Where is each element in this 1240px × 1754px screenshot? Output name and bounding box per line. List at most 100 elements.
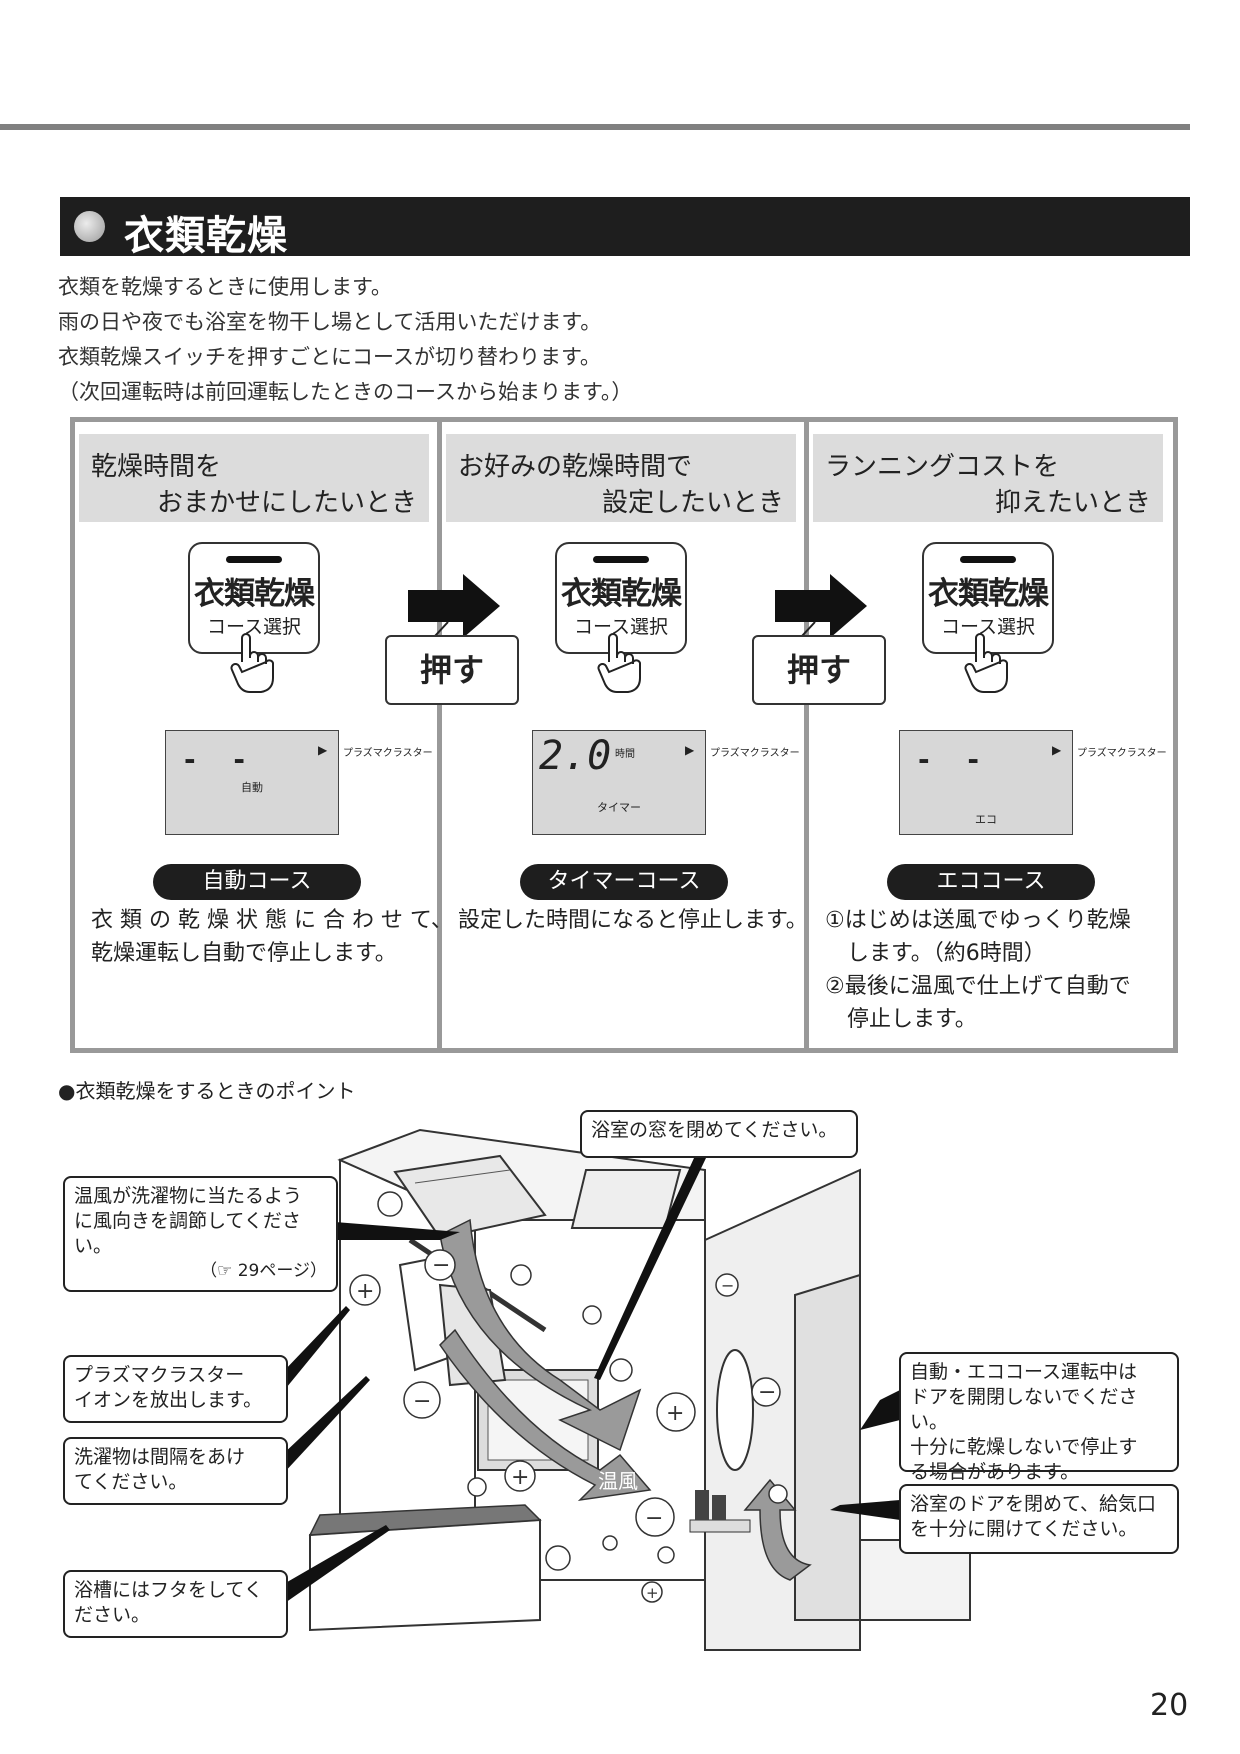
indicator-lamp (960, 556, 1016, 563)
push-label: 押す (752, 635, 886, 705)
triangle-icon: ▶ (318, 743, 328, 757)
course-name-badge: タイマーコース (520, 864, 728, 900)
course-column-eco: ランニングコストを 抑えたいとき 衣類乾燥 コース選択 - - ▶ エコ プラズ… (809, 422, 1171, 1048)
section-title: 衣類乾燥 (124, 213, 288, 259)
course-name-badge: 自動コース (153, 864, 361, 900)
right-arrow-icon (408, 574, 500, 642)
indicator-lamp (593, 556, 649, 563)
lcd-mode: エコ (975, 813, 997, 826)
svg-text:−: − (758, 1380, 776, 1405)
callout-text: る場合があります。 (910, 1461, 1080, 1483)
callout-plasma: プラズマクラスター イオンを放出します。 (63, 1355, 288, 1423)
lcd-side-label: プラズマクラスター (710, 748, 800, 759)
pointing-hand-icon (597, 633, 641, 693)
callout-spacing: 洗濯物は間隔をあけ てください。 (63, 1437, 288, 1505)
indicator-lamp (226, 556, 282, 563)
desc-line: 乾燥運転し自動で停止します。 (91, 941, 397, 966)
course-column-timer: お好みの乾燥時間で 設定したいとき 衣類乾燥 コース選択 2.0 時間 ▶ タイ… (442, 422, 808, 1048)
page-reference: （☞ 29ページ） (200, 1261, 327, 1281)
course-column-auto: 乾燥時間を おまかせにしたいとき 衣類乾燥 コース選択 - - ▶ 自動 プラズ… (75, 422, 453, 1048)
push-label: 押す (385, 635, 519, 705)
switch-sublabel: コース選択 (206, 616, 302, 638)
callout-text: を十分に開けてください。 (910, 1518, 1138, 1540)
callout-text: 自動・エココース運転中は (910, 1361, 1138, 1383)
callout-text: に風向きを調節してくださ (74, 1210, 301, 1232)
callout-door-open: 自動・エココース運転中は ドアを開閉しないでください。 十分に乾燥しないで停止す… (899, 1352, 1179, 1483)
intro-line: 衣類を乾燥するときに使用します。 (58, 275, 392, 299)
bathroom-illustration: 温風 + − − + − + − − + (282, 1128, 971, 1651)
svg-text:−: − (432, 1253, 450, 1278)
lcd-display: - - ▶ 自動 (165, 730, 339, 835)
page-number: 20 (1150, 1688, 1189, 1723)
callout-text: 浴槽にはフタをしてく (74, 1579, 263, 1601)
svg-text:+: + (666, 1401, 684, 1426)
intro-line: 衣類乾燥スイッチを押すごとにコースが切り替わります。 (58, 345, 601, 369)
section-title-bar: 衣類乾燥 (60, 197, 1190, 259)
header-line: 設定したいとき (601, 488, 784, 518)
lcd-mode: 自動 (241, 781, 263, 794)
callout-text: ださい。 (74, 1604, 151, 1626)
triangle-icon: ▶ (1052, 743, 1062, 757)
header-line: お好みの乾燥時間で (458, 452, 693, 482)
course-description: 衣 類 の 乾 燥 状 態 に 合 わ せ て、 乾燥運転し自動で停止します。 (91, 904, 453, 970)
svg-text:−: − (645, 1506, 663, 1531)
callout-text: 浴室の窓を閉めてください。 (591, 1119, 838, 1141)
course-header: ランニングコストを 抑えたいとき (813, 434, 1163, 522)
header-line: 抑えたいとき (994, 488, 1151, 518)
header-line: ランニングコストを (825, 452, 1060, 482)
callout-text: い。 (74, 1235, 113, 1257)
course-name-badge: エココース (887, 864, 1095, 900)
header-line: 乾燥時間を (91, 452, 222, 482)
desc-line: ①はじめは送風でゆっくり乾燥 (825, 908, 1131, 933)
callout-text: 洗濯物は間隔をあけ (74, 1446, 246, 1468)
pointing-hand-icon (964, 633, 1008, 693)
course-description: ①はじめは送風でゆっくり乾燥 します。（約6時間） ②最後に温風で仕上げて自動で… (825, 904, 1131, 1036)
warm-air-label: 温風 (598, 1469, 638, 1493)
lcd-reading: 2.0 (539, 733, 612, 779)
intro-text: 衣類を乾燥するときに使用します。 雨の日や夜でも浴室を物干し場として活用いただけ… (58, 270, 632, 410)
desc-line: ②最後に温風で仕上げて自動で (825, 974, 1131, 999)
switch-label: 衣類乾燥 (928, 576, 1049, 612)
top-rule (0, 124, 1190, 130)
header-line: おまかせにしたいとき (156, 488, 417, 518)
callout-door-close: 浴室のドアを閉めて、給気口 を十分に開けてください。 (899, 1484, 1179, 1554)
lcd-side-label: プラズマクラスター (343, 748, 433, 759)
column-divider (437, 422, 442, 1048)
intro-line: （次回運転時は前回運転したときのコースから始まります。） (58, 380, 633, 404)
lcd-reading: - - (184, 743, 259, 776)
triangle-icon: ▶ (685, 743, 695, 757)
switch-sublabel: コース選択 (940, 616, 1036, 638)
callout-window: 浴室の窓を閉めてください。 (580, 1110, 858, 1158)
lcd-reading: - - (918, 743, 993, 776)
callout-text: ドアを開閉しないでください。 (910, 1386, 1138, 1433)
callout-text: プラズマクラスター (74, 1364, 245, 1386)
course-header: お好みの乾燥時間で 設定したいとき (446, 434, 796, 522)
callout-text: 浴室のドアを閉めて、給気口 (910, 1493, 1157, 1515)
lcd-side-label: プラズマクラスター (1077, 748, 1167, 759)
svg-text:−: − (721, 1276, 734, 1295)
callout-text: 十分に乾燥しないで停止す (910, 1436, 1138, 1458)
desc-line: 停止します。 (825, 1007, 977, 1032)
lcd-display: 2.0 時間 ▶ タイマー (532, 730, 706, 835)
points-title: ●衣類乾燥をするときのポイント (58, 1079, 356, 1103)
course-panel: 乾燥時間を おまかせにしたいとき 衣類乾燥 コース選択 - - ▶ 自動 プラズ… (70, 417, 1178, 1053)
course-description: 設定した時間になると停止します。 (458, 904, 808, 937)
dry-switch-button[interactable]: 衣類乾燥 コース選択 (922, 542, 1054, 654)
switch-label: 衣類乾燥 (194, 576, 315, 612)
pointing-hand-icon (230, 633, 274, 693)
svg-text:+: + (646, 1584, 659, 1602)
lcd-unit: 時間 (615, 749, 635, 760)
callout-airflow: 温風が洗濯物に当たるよう に風向きを調節してくださ い。 （☞ 29ページ） (63, 1176, 338, 1292)
desc-line: します。（約6時間） (825, 941, 1046, 966)
switch-label: 衣類乾燥 (561, 576, 682, 612)
column-divider (804, 422, 809, 1048)
course-header: 乾燥時間を おまかせにしたいとき (79, 434, 429, 522)
callout-text: イオンを放出します。 (74, 1389, 263, 1411)
lcd-display: - - ▶ エコ (899, 730, 1073, 835)
bullet-circle-icon (74, 211, 105, 242)
svg-text:+: + (511, 1465, 529, 1490)
lcd-mode: タイマー (597, 801, 641, 814)
callout-text: 温風が洗濯物に当たるよう (74, 1185, 303, 1207)
right-arrow-icon (775, 574, 867, 642)
switch-sublabel: コース選択 (573, 616, 669, 638)
